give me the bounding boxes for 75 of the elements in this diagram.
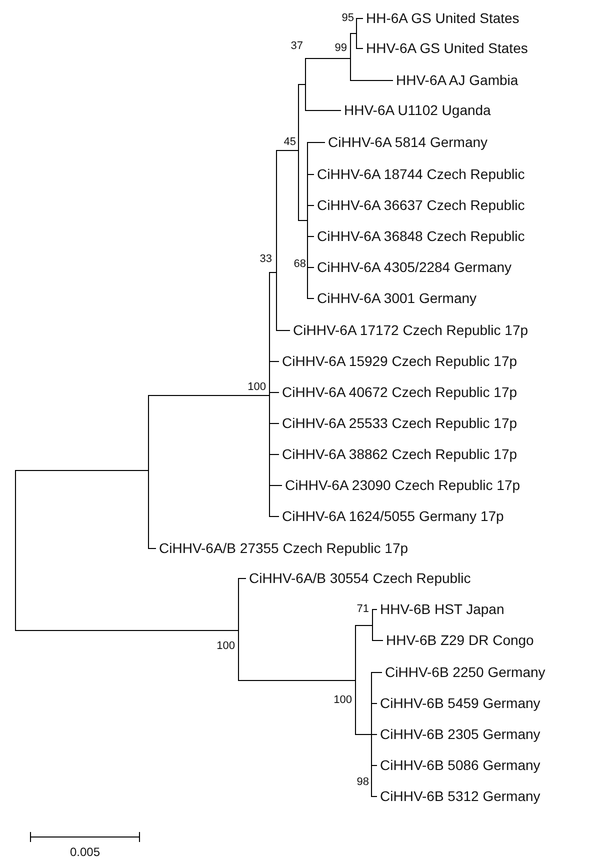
branch-line	[355, 734, 372, 735]
taxon-label: HHV-6B Z29 DR Congo	[386, 632, 534, 648]
branch-line	[305, 58, 350, 59]
taxon-label: CiHHV-6A 17172 Czech Republic 17p	[293, 322, 528, 338]
branch-line	[307, 174, 314, 175]
bootstrap-value: 100	[216, 640, 235, 652]
taxon-label: CiHHV-6A 5814 Germany	[328, 134, 488, 150]
branch-line	[356, 18, 364, 19]
taxon-label: HHV-6A GS United States	[366, 40, 528, 56]
taxon-label: CiHHV-6B 2250 Germany	[385, 664, 546, 680]
branch-line	[276, 150, 298, 151]
branch-line	[372, 640, 384, 641]
branch-line	[307, 142, 326, 143]
branch-line	[350, 80, 394, 81]
taxon-label: HH-6A GS United States	[366, 10, 520, 26]
branch-line	[269, 272, 276, 273]
taxon-label: CiHHV-6A 25533 Czech Republic 17p	[282, 415, 518, 431]
bootstrap-value: 99	[334, 42, 347, 54]
bootstrap-value: 100	[334, 694, 352, 706]
taxon-label: CiHHV-6A 38862 Czech Republic 17p	[282, 446, 518, 462]
taxon-label: CiHHV-6B 5459 Germany	[380, 695, 540, 711]
branch-line	[15, 470, 148, 471]
branch-line	[307, 236, 314, 237]
branch-line	[15, 630, 238, 631]
taxon-label: HHV-6A U1102 Uganda	[344, 102, 491, 118]
branch-line	[269, 392, 280, 393]
taxon-label: HHV-6A AJ Gambia	[396, 72, 518, 88]
branch-line	[269, 485, 282, 486]
taxon-label: CiHHV-6A/B 30554 Czech Republic	[249, 570, 471, 586]
branch-line	[276, 330, 290, 331]
taxon-label: CiHHV-6A 4305/2284 Germany	[317, 259, 512, 275]
branch-line	[356, 48, 364, 49]
taxon-label: CiHHV-6A 1624/5055 Germany 17p	[282, 508, 504, 524]
taxon-label: CiHHV-6A 36848 Czech Republic	[317, 228, 525, 244]
bootstrap-value: 37	[290, 40, 303, 52]
bootstrap-value: 33	[260, 253, 272, 265]
bootstrap-value: 98	[356, 776, 369, 788]
taxon-label: CiHHV-6A 3001 Germany	[317, 290, 477, 306]
taxon-label: CiHHV-6B 5312 Germany	[380, 788, 540, 804]
branch-line	[238, 578, 246, 579]
branch-line	[148, 548, 156, 549]
branch-line	[355, 625, 372, 626]
branch-line	[307, 205, 314, 206]
branch-line	[307, 298, 314, 299]
taxon-label: CiHHV-6A 40672 Czech Republic 17p	[282, 384, 518, 400]
branch-line	[305, 110, 342, 111]
branch-line	[269, 423, 280, 424]
branch-line	[371, 734, 378, 735]
bootstrap-value: 68	[294, 258, 306, 270]
branch-line	[269, 454, 280, 455]
taxon-label: HHV-6B HST Japan	[380, 601, 504, 617]
taxon-label: CiHHV-6A 36637 Czech Republic	[317, 197, 525, 213]
taxon-label: CiHHV-6B 5086 Germany	[380, 757, 540, 773]
branch-line	[371, 672, 382, 673]
branch-line	[371, 703, 378, 704]
scale-label: 0.005	[70, 845, 100, 859]
bootstrap-value: 100	[248, 381, 266, 393]
branch-line	[298, 84, 306, 85]
bootstrap-value: 45	[284, 136, 296, 148]
branch-line	[269, 516, 280, 517]
taxon-label: CiHHV-6A 23090 Czech Republic 17p	[285, 477, 520, 493]
bootstrap-value: 71	[356, 603, 369, 615]
taxon-label: CiHHV-6A 15929 Czech Republic 17p	[282, 353, 518, 369]
branch-line	[350, 33, 356, 34]
bootstrap-value: 95	[342, 12, 354, 24]
branch-line	[298, 220, 308, 221]
branch-line	[371, 796, 378, 797]
branch-line	[269, 361, 280, 362]
taxon-label: CiHHV-6A 18744 Czech Republic	[317, 166, 525, 182]
branch-line	[307, 267, 314, 268]
branch-line	[238, 680, 356, 681]
taxon-label: CiHHV-6A/B 27355 Czech Republic 17p	[159, 540, 408, 556]
taxon-label: CiHHV-6B 2305 Germany	[380, 726, 540, 742]
branch-line	[371, 765, 378, 766]
branch-line	[148, 395, 270, 396]
